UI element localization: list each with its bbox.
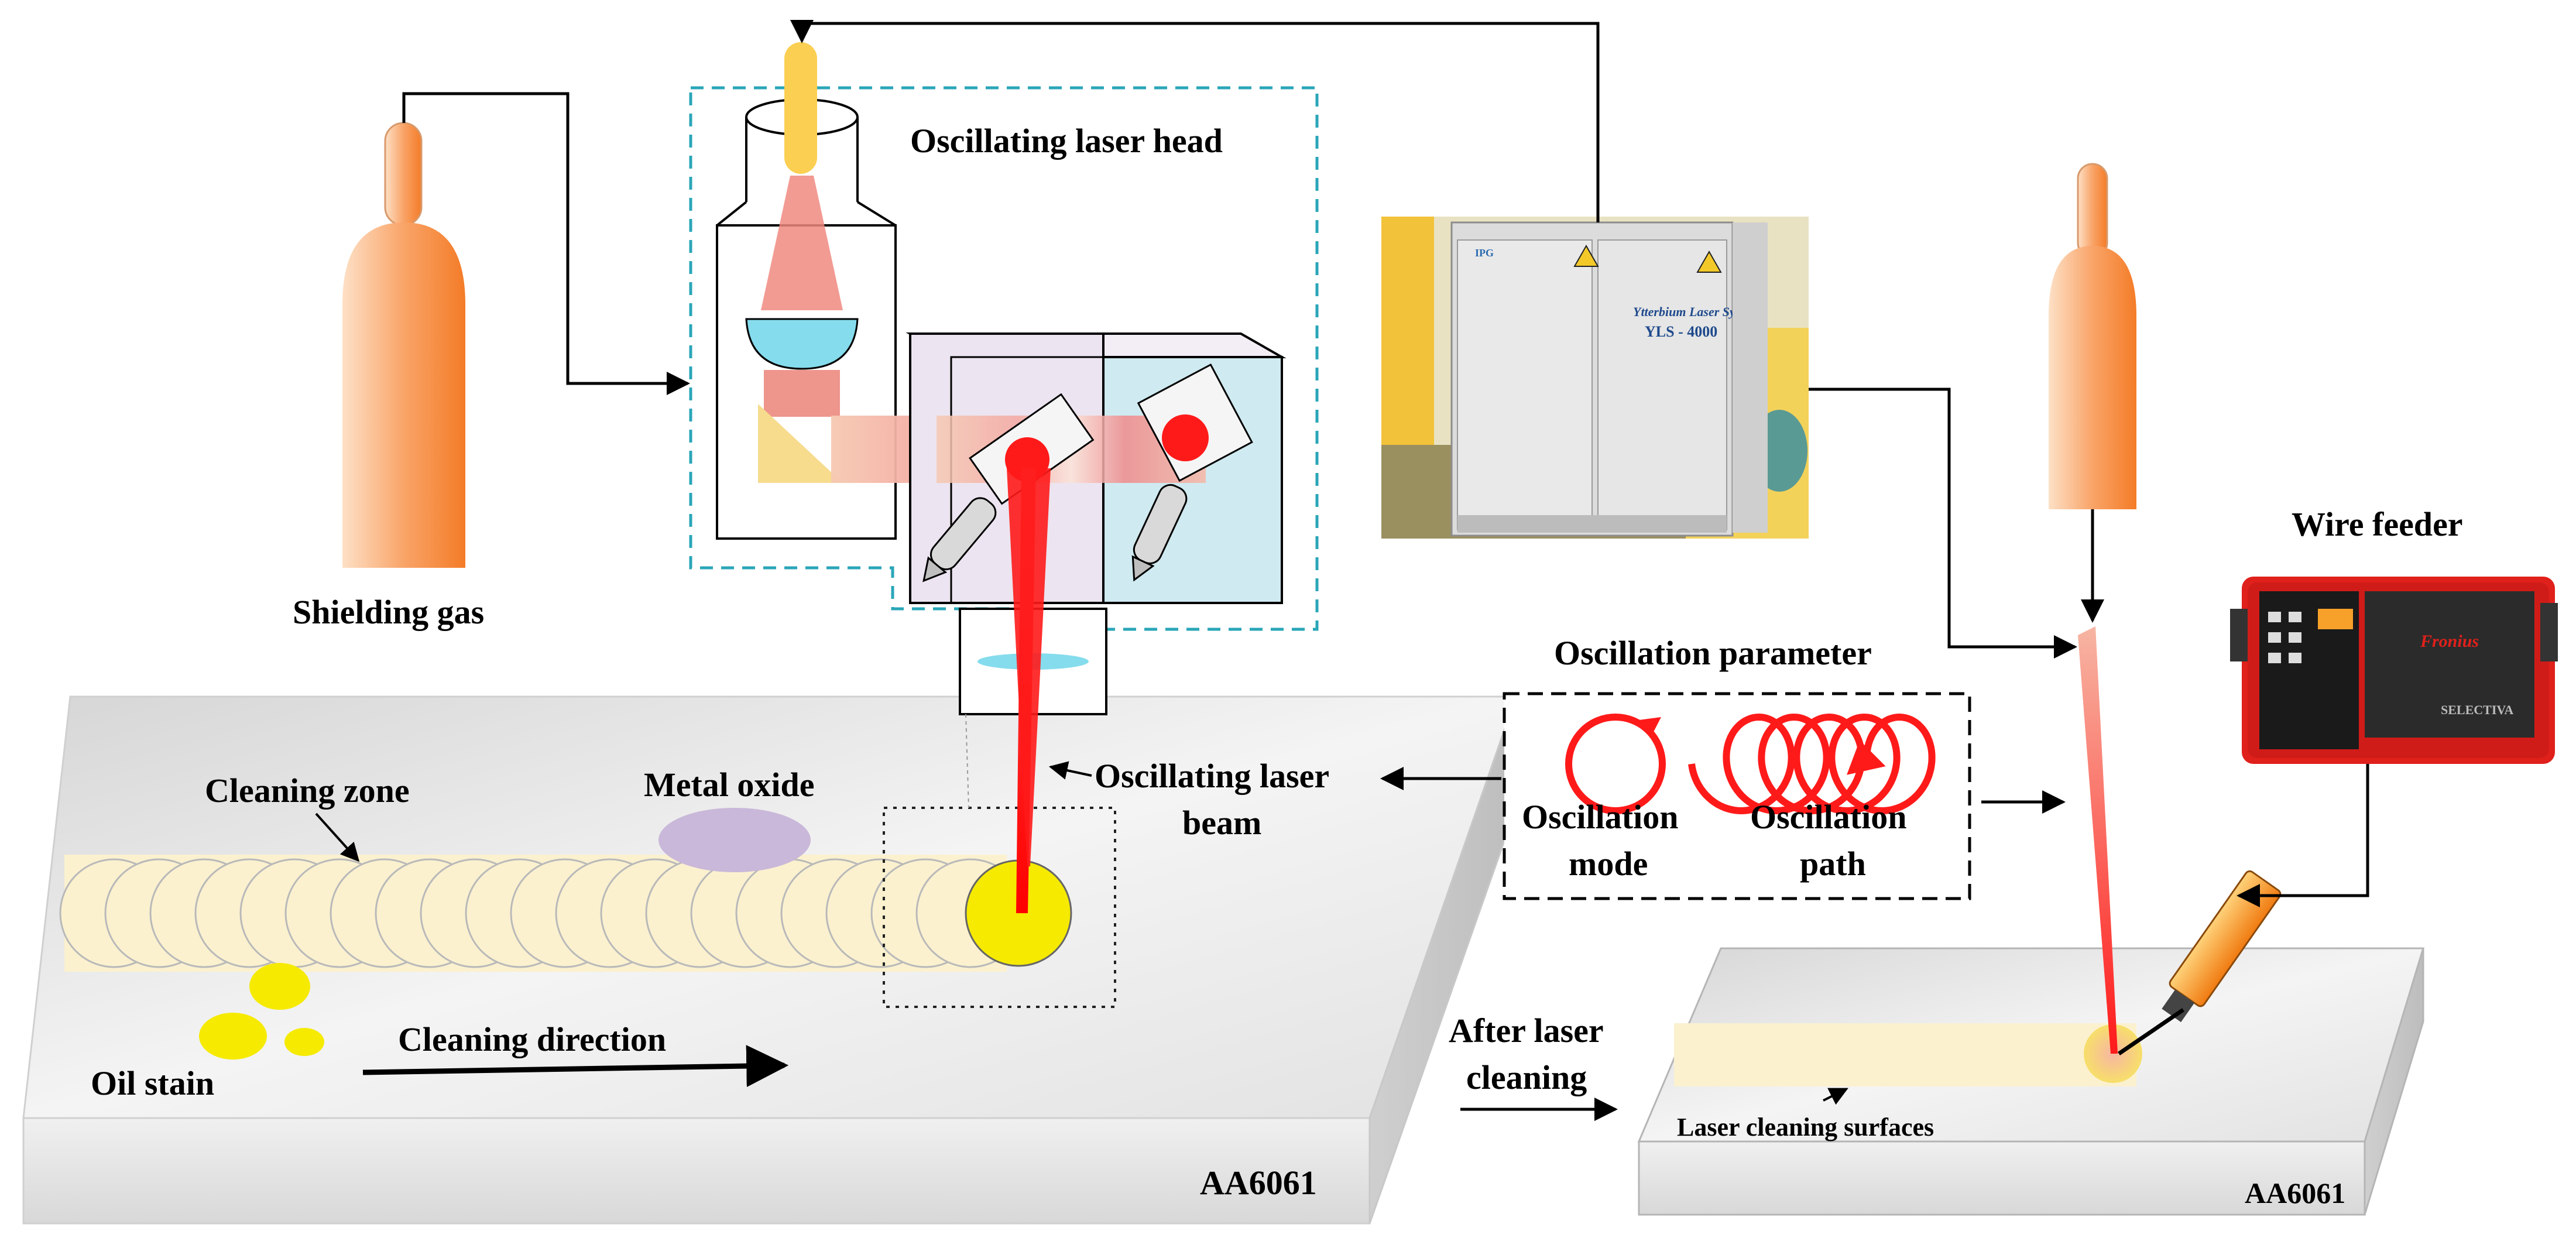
shielding-gas-label: Shielding gas <box>293 593 484 631</box>
oscillation-path-label-1: Oscillation <box>1750 798 1906 836</box>
cleaning-direction-arrow <box>362 1045 789 1088</box>
after-cleaning-label-1: After laser <box>1449 1012 1604 1050</box>
after-cleaning-label-2: cleaning <box>1466 1058 1587 1096</box>
cleaning-direction-label: Cleaning direction <box>398 1020 666 1058</box>
oscillation-mode-icon <box>1565 714 1666 814</box>
wire-feeder-brand: Fronius <box>2420 632 2479 651</box>
wire-feeder-device: Fronius SELECTIVA <box>2230 577 2558 764</box>
laser-head-body <box>716 42 1194 540</box>
fiber-cable <box>790 20 1600 222</box>
oscillation-path-arrowhead <box>1847 740 1886 775</box>
laser-brand: IPG <box>1475 247 1494 259</box>
oscillation-mode-label-1: Oscillation <box>1522 798 1678 836</box>
laser-beam-pointer <box>1048 761 1092 780</box>
gas-cylinder-right <box>2049 163 2136 509</box>
oil-stains <box>199 963 324 1060</box>
oil-stain-label: Oil stain <box>91 1064 214 1102</box>
laser-line-right <box>1809 388 2077 659</box>
focus-box <box>883 807 1116 1008</box>
material-label-left: AA6061 <box>1200 1164 1317 1202</box>
laser-source-photo: IPG Ytterbium Laser System YLS - 4000 <box>1381 217 1809 539</box>
laser-cleaning-surfaces-label: Laser cleaning surfaces <box>1677 1113 1934 1141</box>
gas-line-left <box>402 92 690 395</box>
laser-system-model: YLS - 4000 <box>1645 323 1717 340</box>
metal-oxide-patch <box>658 808 811 872</box>
cleaning-zone-label: Cleaning zone <box>205 772 410 810</box>
oscillation-mode-label-2: mode <box>1569 845 1648 883</box>
laser-beam-label-1: Oscillating laser <box>1095 757 1329 795</box>
metal-oxide-label: Metal oxide <box>644 766 815 804</box>
cleaning-zone-overlaps <box>59 858 1025 968</box>
cleaning-zone <box>59 855 1025 972</box>
laser-cleaning-surface-strip <box>1674 1023 2136 1086</box>
oscillation-parameter-box <box>1503 692 1971 900</box>
cleaning-surface-pointer <box>1823 1088 1848 1105</box>
oscillation-path-label-2: path <box>1800 845 1866 883</box>
galvo-scanner-box <box>905 332 1287 604</box>
welding-laser-beam <box>2078 626 2118 1054</box>
laser-beam-label-2: beam <box>1182 804 1261 842</box>
feeder-line <box>2237 764 2369 907</box>
laser-head-label: Oscillating laser head <box>910 122 1223 160</box>
wire-feeder-model: SELECTIVA <box>2441 702 2513 717</box>
material-label-right: AA6061 <box>2245 1177 2345 1209</box>
gas-cylinder-left <box>342 122 465 568</box>
oscillation-parameter-label: Oscillation parameter <box>1554 634 1872 672</box>
wire-feeder-label: Wire feeder <box>2292 505 2463 543</box>
cleaning-zone-pointer <box>315 813 360 862</box>
laser-head-dashed-box <box>689 86 1319 631</box>
